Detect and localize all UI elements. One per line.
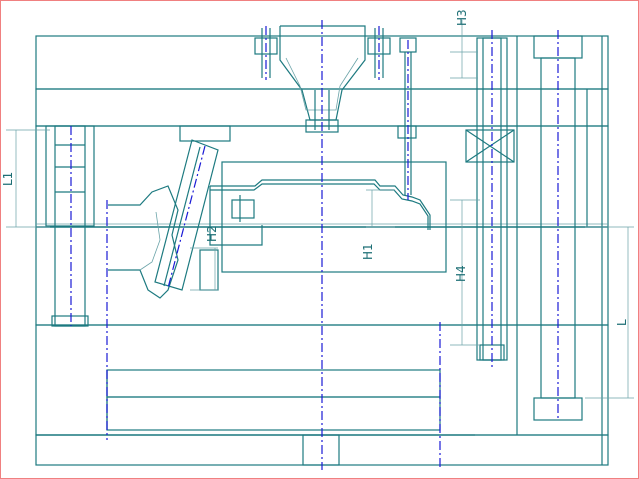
angled-lifter bbox=[108, 125, 231, 299]
right-limit-pillar bbox=[516, 35, 583, 435]
label-l1: L1 bbox=[1, 172, 15, 186]
right-guide-pillar bbox=[465, 37, 515, 361]
sprue-bushing-base bbox=[302, 434, 340, 466]
puller-rod bbox=[397, 37, 417, 195]
label-h3: H3 bbox=[455, 9, 469, 26]
ejector-plate bbox=[106, 396, 441, 431]
ejector-retainer-plate bbox=[106, 369, 441, 398]
product-cavity bbox=[209, 161, 447, 273]
dimension-lines bbox=[6, 20, 634, 399]
label-h1: H1 bbox=[361, 243, 375, 260]
left-guide-pillar bbox=[45, 125, 95, 327]
clamp-screws bbox=[254, 28, 391, 78]
centerlines bbox=[70, 20, 559, 470]
label-l: L bbox=[615, 319, 629, 326]
sprue-bushing bbox=[279, 25, 366, 133]
label-h4: H4 bbox=[454, 265, 468, 282]
label-h2: H2 bbox=[205, 225, 219, 242]
